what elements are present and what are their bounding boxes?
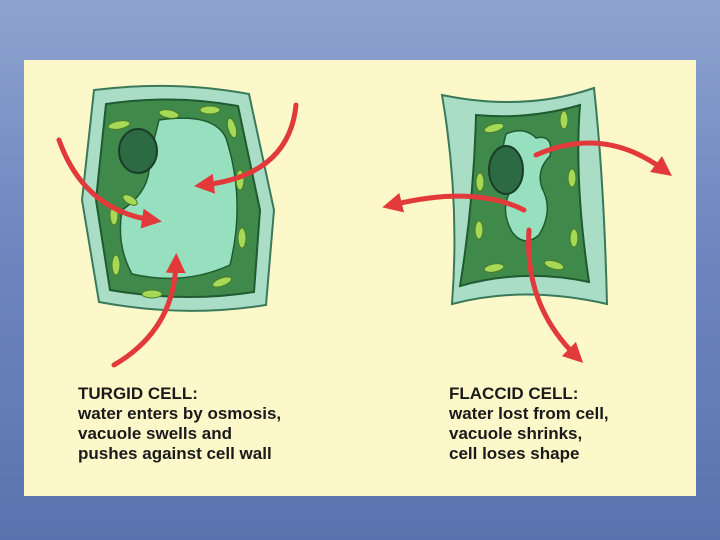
flaccid-line-3: cell loses shape [449, 444, 580, 463]
flaccid-cell [382, 86, 673, 364]
arrow-in-bottom [111, 253, 186, 368]
arrow-out-right [533, 140, 673, 176]
flaccid-arrows [382, 140, 673, 364]
turgid-caption: TURGID CELL: water enters by osmosis, va… [78, 384, 378, 464]
turgid-cell [56, 84, 299, 368]
turgid-line-2: vacuole swells and [78, 424, 233, 443]
flaccid-title: FLACCID CELL: [449, 384, 579, 403]
osmosis-diagram [56, 84, 673, 368]
arrow-out-left [382, 192, 527, 213]
arrow-in-left [56, 137, 162, 229]
flaccid-line-2: vacuole shrinks, [449, 424, 583, 443]
flaccid-line-1: water lost from cell, [449, 404, 609, 423]
turgid-line-3: pushes against cell wall [78, 444, 272, 463]
diagram-panel: TURGID CELL: water enters by osmosis, va… [24, 60, 696, 496]
flaccid-caption: FLACCID CELL: water lost from cell, vacu… [449, 384, 720, 464]
arrow-in-right [194, 102, 299, 194]
turgid-nucleus [118, 128, 158, 174]
turgid-line-1: water enters by osmosis, [78, 404, 282, 423]
turgid-title: TURGID CELL: [78, 384, 198, 403]
flaccid-chloroplasts [474, 110, 579, 273]
turgid-chloroplasts [107, 105, 247, 299]
arrow-out-bottom [526, 227, 584, 364]
flaccid-nucleus [488, 145, 524, 195]
turgid-arrows [56, 102, 299, 368]
